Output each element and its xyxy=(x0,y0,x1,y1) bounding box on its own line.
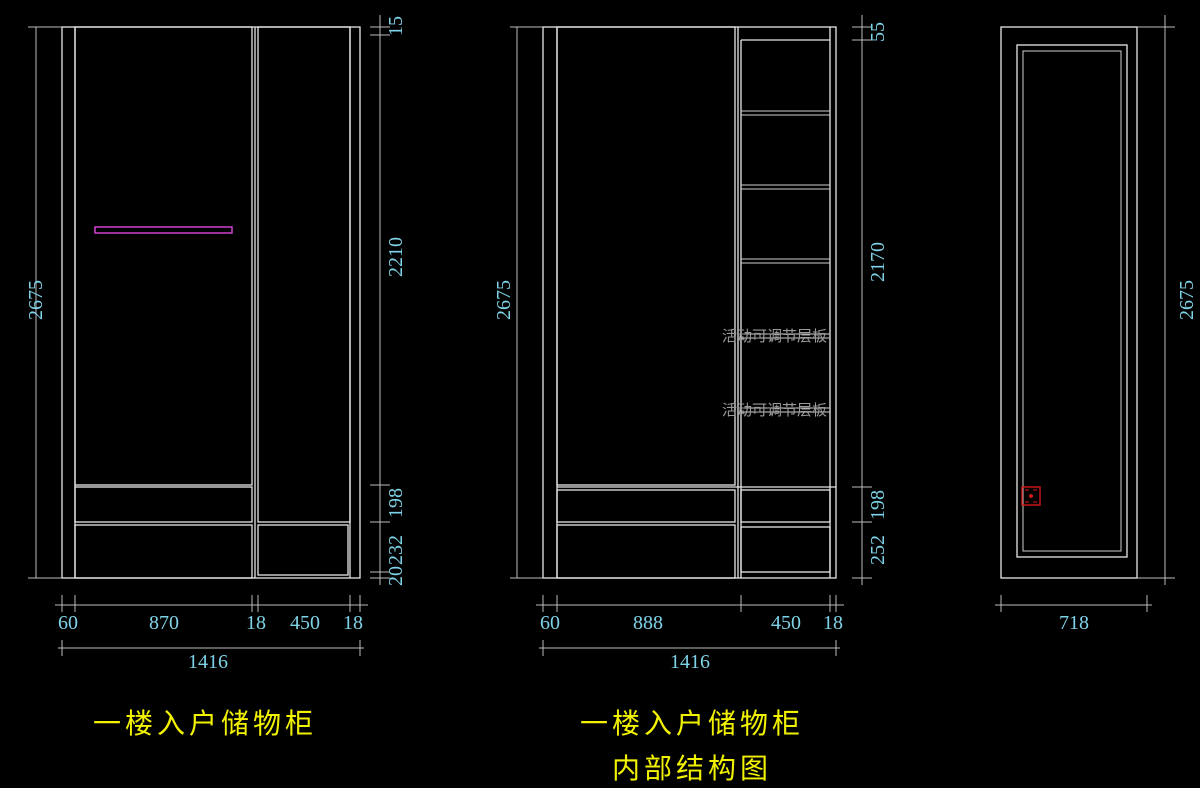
glass-door-panel xyxy=(74,26,253,486)
dim-label: 1416 xyxy=(670,651,710,673)
dim-label: 1416 xyxy=(188,651,228,673)
dim-label: 18 xyxy=(823,612,843,634)
dim-label: 55 xyxy=(867,22,889,42)
dim-label: 18 xyxy=(246,612,266,634)
side-outline xyxy=(1000,26,1138,579)
drawer-front xyxy=(257,524,349,576)
dim-label: 15 xyxy=(385,16,407,36)
dim-label: 20 xyxy=(385,566,407,586)
dim-label: 2675 xyxy=(493,280,515,320)
side-panel-frame xyxy=(1016,44,1128,558)
cabinet-outline xyxy=(542,26,837,579)
cabinet-internal-structure: 活动可调节层板 活动可调节层板 2675 55 2170 198 252 60 … xyxy=(493,15,889,785)
dimension-height: 2675 xyxy=(25,26,62,579)
side-door-panel xyxy=(257,26,351,523)
dim-label: 18 xyxy=(343,612,363,634)
dim-label: 2170 xyxy=(867,242,889,282)
shelf-note: 活动可调节层板 xyxy=(722,327,827,345)
shelves xyxy=(557,39,836,488)
drawer-front xyxy=(74,524,253,579)
cabinet-elevation-front: 2675 15 2210 198 232 20 60 870 18 450 18… xyxy=(25,15,407,740)
side-panel-inner xyxy=(1022,50,1122,552)
cabinet-side-view: 2675 718 xyxy=(995,15,1198,634)
dimension-right: 55 2170 198 252 xyxy=(852,15,889,585)
dimension-bottom: 60 888 450 18 1416 xyxy=(536,595,844,673)
dim-label: 718 xyxy=(1059,612,1089,634)
drawer-front xyxy=(74,486,253,523)
dimension-right: 15 2210 198 232 20 xyxy=(370,15,407,586)
glass-door-panel xyxy=(556,26,736,486)
dimension-height: 2675 xyxy=(493,26,543,579)
handle-bar xyxy=(94,226,233,234)
dim-label: 198 xyxy=(867,490,889,520)
dim-label: 2210 xyxy=(385,237,407,277)
dim-label: 450 xyxy=(290,612,320,634)
drawing-subtitle: 内部结构图 xyxy=(612,752,772,785)
dim-label: 2675 xyxy=(1176,280,1198,320)
drawing-title: 一楼入户储物柜 xyxy=(580,707,804,740)
dim-label: 450 xyxy=(771,612,801,634)
shelf-note: 活动可调节层板 xyxy=(722,401,827,419)
dim-label: 60 xyxy=(58,612,78,634)
dim-label: 232 xyxy=(385,535,407,565)
dim-label: 2675 xyxy=(25,280,47,320)
socket-icon xyxy=(1021,486,1041,506)
drawer-front xyxy=(740,526,831,573)
drawing-title: 一楼入户储物柜 xyxy=(93,707,317,740)
drawer-front xyxy=(556,489,736,523)
dimension-bottom: 718 xyxy=(995,595,1152,634)
dimension-bottom: 60 870 18 450 18 1416 xyxy=(55,595,368,673)
drawer-front xyxy=(556,524,736,579)
dim-label: 252 xyxy=(867,535,889,565)
dim-label: 870 xyxy=(149,612,179,634)
drawer-front xyxy=(740,489,831,523)
dim-label: 60 xyxy=(540,612,560,634)
dimension-height: 2675 xyxy=(1137,15,1198,585)
dim-label: 198 xyxy=(385,488,407,518)
cabinet-outline xyxy=(61,26,361,579)
dim-label: 888 xyxy=(633,612,663,634)
